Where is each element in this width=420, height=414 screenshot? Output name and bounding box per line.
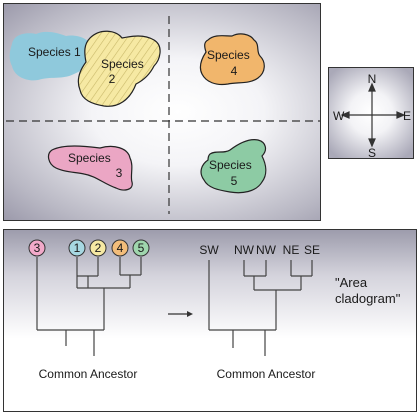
species-cladogram (36, 257, 142, 356)
cladograms: 3 1 2 4 5 Common Ancestor (28, 239, 401, 381)
species-2-range (77, 30, 161, 107)
species-3-range (47, 145, 133, 191)
species-root-label: Common Ancestor (39, 367, 138, 381)
area-root-label: Common Ancestor (217, 367, 316, 381)
compass-south: S (368, 146, 376, 160)
area-tip-nw-1: NW (234, 243, 255, 257)
arrow (168, 311, 193, 317)
species-4-label: Species (207, 48, 250, 62)
species-3-label: Species (68, 151, 111, 165)
species-4-number: 4 (231, 64, 238, 78)
species-nodes: 3 1 2 4 5 (28, 239, 150, 257)
area-cladogram-caption-2: cladogram" (335, 291, 401, 306)
node-3 (28, 239, 46, 257)
node-4-label: 4 (117, 241, 124, 255)
species-3-number: 3 (116, 166, 123, 180)
node-2 (89, 239, 107, 257)
area-cladogram (208, 260, 313, 356)
species-2-label: Species (101, 57, 144, 71)
node-5-label: 5 (138, 241, 145, 255)
compass-rose: N S W E (333, 72, 411, 160)
species-5-number: 5 (231, 174, 238, 188)
node-2-label: 2 (95, 241, 102, 255)
species-5-label: Species (209, 158, 252, 172)
compass-panel: N S W E (328, 67, 414, 160)
area-cladogram-caption-1: "Area (335, 275, 368, 290)
compass-west: W (333, 109, 345, 123)
node-4 (111, 239, 129, 257)
range-map: Species 1 Species 2 Species 3 Species 4 … (6, 16, 320, 214)
area-tip-sw: SW (199, 243, 219, 257)
species-5-range (200, 139, 267, 194)
node-1-label: 1 (74, 241, 81, 255)
area-tip-se: SE (304, 243, 320, 257)
species-4-range (199, 33, 265, 86)
node-1 (68, 239, 86, 257)
node-5 (132, 239, 150, 257)
compass-north: N (368, 72, 377, 86)
area-tip-nw-2: NW (256, 243, 277, 257)
species-1-range (9, 31, 93, 81)
range-map-panel: Species 1 Species 2 Species 3 Species 4 … (3, 3, 321, 221)
species-2-number: 2 (109, 72, 116, 86)
cladogram-panel: 3 1 2 4 5 Common Ancestor (3, 229, 417, 412)
species-1-label: Species 1 (28, 45, 81, 59)
node-3-label: 3 (34, 241, 41, 255)
area-tip-ne: NE (283, 243, 300, 257)
compass-east: E (403, 109, 411, 123)
